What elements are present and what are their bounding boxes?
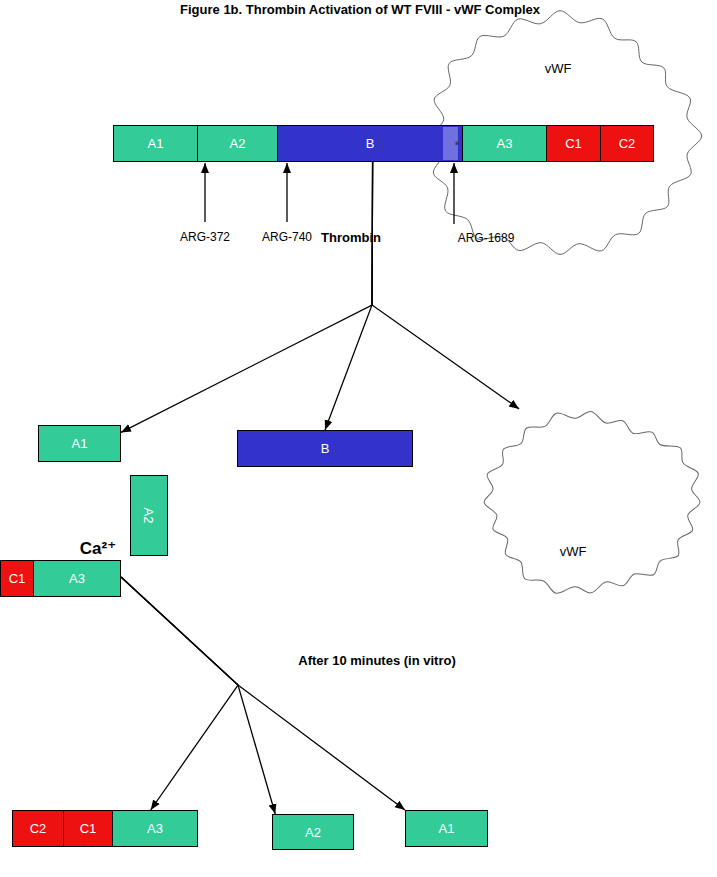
domain-name: C2 <box>30 822 47 835</box>
protein-name: vWF <box>545 62 572 75</box>
site-marker: * <box>454 139 459 152</box>
domain-box: A2 <box>197 125 278 162</box>
domain-name: A2 <box>143 508 156 524</box>
domain-name: A3 <box>497 137 513 150</box>
cleavage-arrow <box>453 163 454 224</box>
domain-name: B <box>366 137 375 150</box>
ion-label: Ca²⁺ <box>80 540 116 557</box>
cloud-path <box>484 411 700 593</box>
domain-box: A3 <box>462 125 547 162</box>
domain-name: A2 <box>230 137 246 150</box>
figure-title: Figure 1b. Thrombin Activation of WT FVI… <box>180 3 540 16</box>
domain-box: A1 <box>113 125 198 162</box>
cleavage-site-label: ARG-1689 <box>458 232 515 244</box>
time-note: After 10 minutes (in vitro) <box>298 654 455 667</box>
cleavage-site-label: ARG-740 <box>262 231 312 243</box>
domain-box: A1 <box>38 425 121 462</box>
domain-name: C1 <box>9 572 26 585</box>
domain-name: A1 <box>72 437 88 450</box>
domain-box: A3 <box>33 560 121 597</box>
cleavage-arrow <box>286 163 287 222</box>
b-domain-box: B <box>237 430 413 467</box>
reaction-arrow <box>372 162 519 409</box>
domain-name: A3 <box>147 822 163 835</box>
protein-name: vWF <box>560 545 587 558</box>
enzyme-label: Thrombin <box>321 231 381 244</box>
reaction-arrow <box>121 577 405 810</box>
domain-box: A2 <box>130 475 168 556</box>
reaction-arrow <box>121 577 238 810</box>
domain-name: B <box>321 442 330 455</box>
b-domain-box: B <box>277 125 463 162</box>
domain-name: A1 <box>148 137 164 150</box>
domain-name: C1 <box>80 822 97 835</box>
cloud-path <box>432 11 702 255</box>
domain-box: A3 <box>112 810 198 847</box>
domain-name: A1 <box>439 822 455 835</box>
cloud-outline <box>475 405 707 600</box>
domain-name: A3 <box>69 572 85 585</box>
vwf-cloud: vWF <box>475 405 707 600</box>
domain-box: C2 <box>600 125 654 162</box>
reaction-arrow <box>121 162 373 432</box>
domain-name: C1 <box>565 137 582 150</box>
domain-name: A2 <box>305 826 321 839</box>
domain-box: A2 <box>272 814 354 850</box>
domain-box: C1 <box>546 125 601 162</box>
domain-box: C1 <box>63 810 113 847</box>
cleavage-arrow <box>204 163 205 222</box>
domain-box: C1 <box>0 560 34 597</box>
domain-box: C2 <box>12 810 64 847</box>
domain-box: A1 <box>405 810 488 847</box>
cleavage-site-label: ARG-372 <box>180 231 230 243</box>
domain-name: C2 <box>619 137 636 150</box>
reaction-arrow <box>325 162 373 430</box>
